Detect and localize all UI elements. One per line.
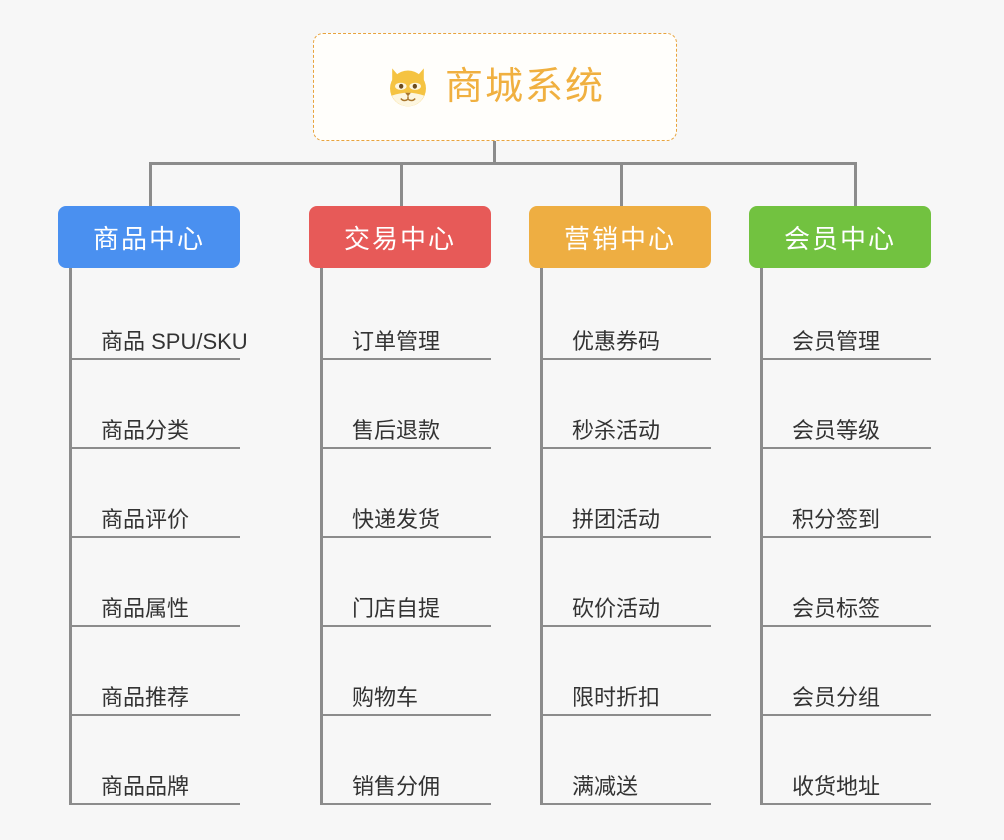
leaf-label: 商品分类 (101, 417, 190, 443)
list-item[interactable]: 商品分类 (72, 360, 240, 449)
list-item[interactable]: 会员管理 (763, 271, 931, 360)
leaf-label: 售后退款 (352, 417, 441, 443)
leaf-label: 优惠券码 (572, 328, 661, 354)
list-item[interactable]: 快递发货 (323, 449, 491, 538)
leaf-list-1: 商品 SPU/SKU 商品分类 商品评价 商品属性 商品推荐 商品品牌 (69, 268, 248, 805)
category-header-3[interactable]: 营销中心 (529, 206, 711, 268)
list-item[interactable]: 订单管理 (323, 271, 491, 360)
leaf-label: 快递发货 (352, 506, 441, 532)
list-item[interactable]: 优惠券码 (543, 271, 711, 360)
leaf-label: 商品评价 (101, 506, 190, 532)
list-item[interactable]: 会员标签 (763, 538, 931, 627)
leaf-label: 积分签到 (792, 506, 881, 532)
list-item[interactable]: 商品评价 (72, 449, 240, 538)
branch-column-3: 营销中心 优惠券码 秒杀活动 拼团活动 砍价活动 限时折扣 满减送 (529, 206, 711, 805)
list-item[interactable]: 积分签到 (763, 449, 931, 538)
category-header-2[interactable]: 交易中心 (309, 206, 491, 268)
root-title: 商城系统 (444, 66, 605, 108)
leaf-label: 门店自提 (352, 595, 441, 621)
dog-face-icon (390, 68, 426, 107)
leaf-label: 砍价活动 (572, 595, 661, 621)
branch-column-2: 交易中心 订单管理 售后退款 快递发货 门店自提 购物车 销售分佣 (309, 206, 491, 805)
leaf-label: 会员等级 (792, 417, 881, 443)
leaf-label: 商品品牌 (101, 773, 190, 799)
list-item[interactable]: 收货地址 (763, 716, 931, 805)
list-item[interactable]: 购物车 (323, 627, 491, 716)
leaf-list-2: 订单管理 售后退款 快递发货 门店自提 购物车 销售分佣 (320, 268, 491, 805)
list-item[interactable]: 会员等级 (763, 360, 931, 449)
leaf-label: 满减送 (572, 773, 639, 799)
list-item[interactable]: 售后退款 (323, 360, 491, 449)
list-item[interactable]: 商品品牌 (72, 716, 240, 805)
list-item[interactable]: 限时折扣 (543, 627, 711, 716)
category-header-1[interactable]: 商品中心 (58, 206, 240, 268)
branch-column-4: 会员中心 会员管理 会员等级 积分签到 会员标签 会员分组 收货地址 (749, 206, 931, 805)
category-label: 营销中心 (563, 223, 676, 254)
list-item[interactable]: 会员分组 (763, 627, 931, 716)
category-header-4[interactable]: 会员中心 (749, 206, 931, 268)
list-item[interactable]: 拼团活动 (543, 449, 711, 538)
connector-root-stem (493, 141, 496, 164)
leaf-label: 销售分佣 (352, 773, 441, 799)
leaf-label: 秒杀活动 (572, 417, 661, 443)
leaf-label: 限时折扣 (572, 684, 661, 710)
leaf-label: 会员标签 (792, 595, 881, 621)
leaf-list-3: 优惠券码 秒杀活动 拼团活动 砍价活动 限时折扣 满减送 (540, 268, 711, 805)
leaf-label: 订单管理 (352, 328, 441, 354)
category-label: 会员中心 (783, 223, 896, 254)
category-label: 交易中心 (343, 223, 456, 254)
list-item[interactable]: 秒杀活动 (543, 360, 711, 449)
root-node[interactable]: 商城系统 (313, 33, 677, 141)
list-item[interactable]: 商品 SPU/SKU (72, 271, 248, 360)
list-item[interactable]: 销售分佣 (323, 716, 491, 805)
connector-drop-2 (400, 162, 403, 206)
list-item[interactable]: 商品属性 (72, 538, 240, 627)
leaf-label: 购物车 (352, 684, 419, 710)
branch-column-1: 商品中心 商品 SPU/SKU 商品分类 商品评价 商品属性 商品推荐 商品品牌 (58, 206, 248, 805)
connector-drop-4 (854, 162, 857, 206)
connector-bus (149, 162, 857, 165)
leaf-list-4: 会员管理 会员等级 积分签到 会员标签 会员分组 收货地址 (760, 268, 931, 805)
list-item[interactable]: 满减送 (543, 716, 711, 805)
leaf-label: 会员分组 (792, 684, 881, 710)
list-item[interactable]: 砍价活动 (543, 538, 711, 627)
leaf-label: 拼团活动 (572, 506, 661, 532)
leaf-label: 商品推荐 (101, 684, 190, 710)
category-label: 商品中心 (92, 223, 205, 254)
leaf-label: 收货地址 (792, 773, 881, 799)
connector-drop-1 (149, 162, 152, 206)
list-item[interactable]: 商品推荐 (72, 627, 240, 716)
leaf-label: 商品 SPU/SKU (101, 328, 248, 354)
connector-drop-3 (620, 162, 623, 206)
leaf-label: 商品属性 (101, 595, 190, 621)
leaf-label: 会员管理 (792, 328, 881, 354)
list-item[interactable]: 门店自提 (323, 538, 491, 627)
